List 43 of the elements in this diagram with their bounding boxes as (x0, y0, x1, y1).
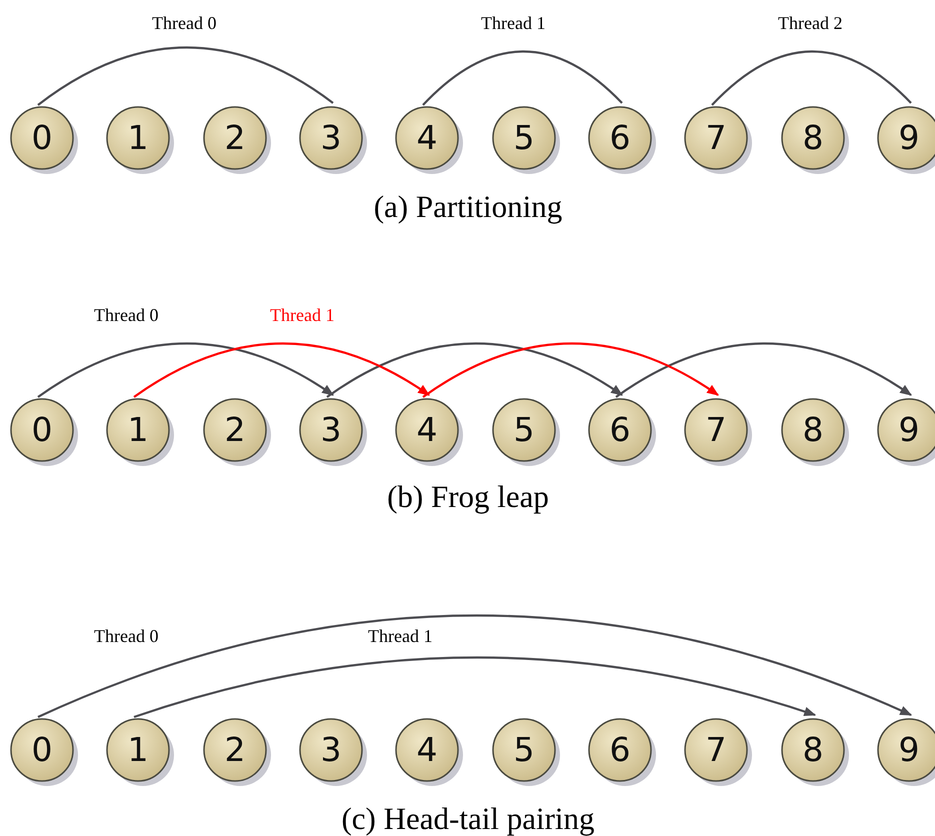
arc-arrow (615, 342, 912, 398)
node-number: 7 (706, 121, 726, 154)
arc-arrow (134, 656, 816, 718)
node-number: 4 (416, 733, 438, 766)
node-number: 9 (898, 413, 920, 446)
node-number: 1 (128, 413, 148, 446)
node-number: 4 (416, 413, 438, 446)
node-number: 2 (224, 413, 246, 446)
arc-line (711, 50, 912, 106)
arc-arrow (37, 342, 334, 398)
panel-caption: (c) Head-tail pairing (341, 802, 595, 836)
node-number: 3 (320, 733, 342, 766)
node-number: 6 (610, 121, 630, 154)
node-number: 6 (610, 413, 630, 446)
node-number: 3 (320, 413, 342, 446)
node-number: 5 (514, 121, 534, 154)
arc-arrow (422, 342, 719, 398)
node-number: 8 (802, 413, 824, 446)
panel-caption: (a) Partitioning (374, 190, 562, 224)
node-number: 6 (610, 733, 630, 766)
node-number: 0 (32, 733, 52, 766)
node-number: 0 (32, 413, 52, 446)
node-number: 9 (898, 733, 920, 766)
arc-arrow (133, 342, 430, 398)
node-number: 8 (802, 733, 824, 766)
arc-line (37, 46, 334, 106)
node-number: 5 (514, 733, 534, 766)
node-number: 5 (514, 413, 534, 446)
node-number: 2 (224, 121, 246, 154)
arc-line (422, 50, 623, 106)
arc-arrow (326, 342, 623, 398)
node-number: 3 (320, 121, 342, 154)
arc-arrow (38, 614, 912, 718)
node-number: 2 (224, 733, 246, 766)
node-number: 9 (898, 121, 920, 154)
node-number: 0 (32, 121, 52, 154)
panel-caption: (b) Frog leap (387, 480, 549, 514)
node-number: 1 (128, 121, 148, 154)
node-number: 7 (706, 733, 726, 766)
node-number: 8 (802, 121, 824, 154)
node-number: 1 (128, 733, 148, 766)
node-number: 4 (416, 121, 438, 154)
node-number: 7 (706, 413, 726, 446)
